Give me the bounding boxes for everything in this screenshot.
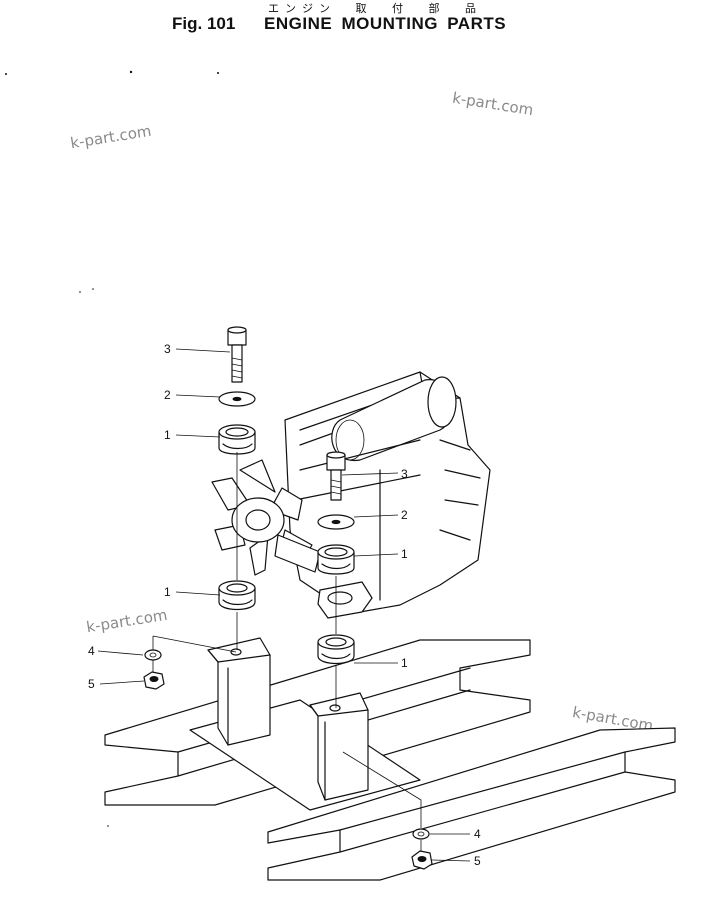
cushion-upper-left [218,424,256,455]
mount-bracket-right [309,692,369,801]
cushion-upper-right [317,544,355,575]
callout-cushion-upper-right: 1 [401,547,408,561]
frame-rail-right [267,727,676,881]
callout-bolt-upper-right: 3 [401,467,408,481]
callout-lock-washer-right: 4 [474,827,481,841]
figure-header: エンジン 取 付 部 品 Fig. 101 ENGINE MOUNTING PA… [0,0,704,40]
bolt-upper-left [227,326,247,383]
washer-upper-right [317,514,355,530]
nut-left [143,671,165,690]
engine [284,371,491,619]
figure-title: ENGINE MOUNTING PARTS [264,14,507,33]
lock-washer-right [412,828,430,840]
callout-nut-right: 5 [474,854,481,868]
callout-nut-left: 5 [88,677,95,691]
cushion-lower-left [218,580,256,611]
bolt-upper-right [326,451,346,501]
lock-washer-left [144,649,162,661]
callout-cushion-upper-left: 1 [164,428,171,442]
callout-cushion-lower-left: 1 [164,585,171,599]
cooling-fan [211,459,321,576]
mount-bracket-left [207,637,271,746]
callout-leaders [97,348,471,862]
callout-bolt-upper-left: 3 [164,342,171,356]
figure-label: Fig. 101 [172,14,236,33]
cushion-lower-right [317,634,355,665]
japanese-title: エンジン 取 付 部 品 [268,2,482,15]
callout-lock-washer-left: 4 [88,644,95,658]
callout-washer-upper-right: 2 [401,508,408,522]
assembly-centerlines [152,452,422,851]
callout-washer-upper-left: 2 [164,388,171,402]
nut-right [411,850,433,870]
callout-cushion-lower-right: 1 [401,656,408,670]
figure-title-line: Fig. 101 ENGINE MOUNTING PARTS [172,14,506,34]
callout-labels: 3 2 1 3 2 1 1 4 5 1 4 5 [88,342,481,868]
washer-upper-left [218,391,256,407]
scan-specks [5,70,219,827]
